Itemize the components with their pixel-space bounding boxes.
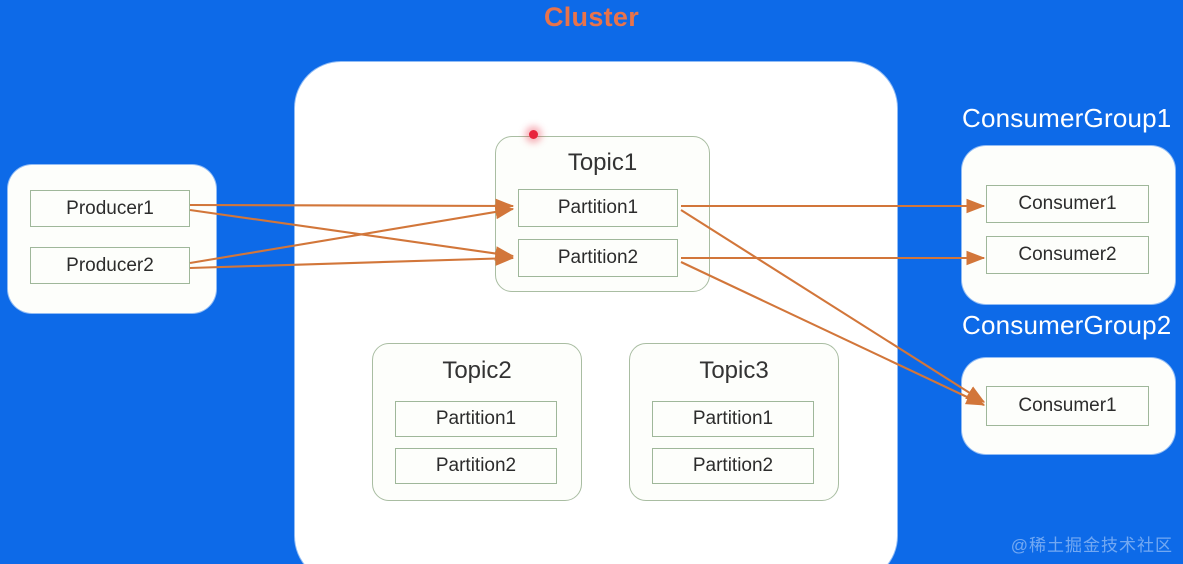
partition-box-topic2-1[interactable]: Partition1 (395, 401, 557, 437)
producer-box-1[interactable]: Producer1 (30, 190, 190, 227)
topic-label-1: Topic1 (567, 149, 638, 176)
consumer-box-group1-1[interactable]: Consumer1 (986, 185, 1149, 223)
watermark: @稀土掘金技术社区 (1010, 536, 1173, 555)
consumer-group-2-title: ConsumerGroup2 (962, 310, 1172, 340)
consumer-box-group1-2[interactable]: Consumer2 (986, 236, 1149, 274)
topic1-status-dot-icon (529, 130, 538, 139)
partition-box-topic3-1[interactable]: Partition1 (652, 401, 814, 437)
consumer-group-1-panel: Consumer1 Consumer2 (962, 146, 1175, 304)
partition-box-topic3-2[interactable]: Partition2 (652, 448, 814, 484)
page-title: Cluster (543, 2, 640, 32)
partition-box-topic2-2[interactable]: Partition2 (395, 448, 557, 484)
consumer-group-2-panel: Consumer1 (962, 358, 1175, 454)
partition-box-topic1-1[interactable]: Partition1 (518, 189, 678, 227)
producer-box-2[interactable]: Producer2 (30, 247, 190, 284)
partition-box-topic1-2[interactable]: Partition2 (518, 239, 678, 277)
topic-box-1[interactable]: Topic1 Partition1 Partition2 (495, 136, 710, 292)
topic-label-3: Topic3 (699, 357, 769, 384)
topic-label-2: Topic2 (442, 357, 512, 384)
consumer-group-1-title: ConsumerGroup1 (962, 103, 1172, 133)
topic-box-2[interactable]: Topic2 Partition1 Partition2 (372, 343, 582, 501)
topic-box-3[interactable]: Topic3 Partition1 Partition2 (629, 343, 839, 501)
consumer-box-group2-1[interactable]: Consumer1 (986, 386, 1149, 426)
producer-group-panel: Producer1 Producer2 (8, 165, 216, 313)
